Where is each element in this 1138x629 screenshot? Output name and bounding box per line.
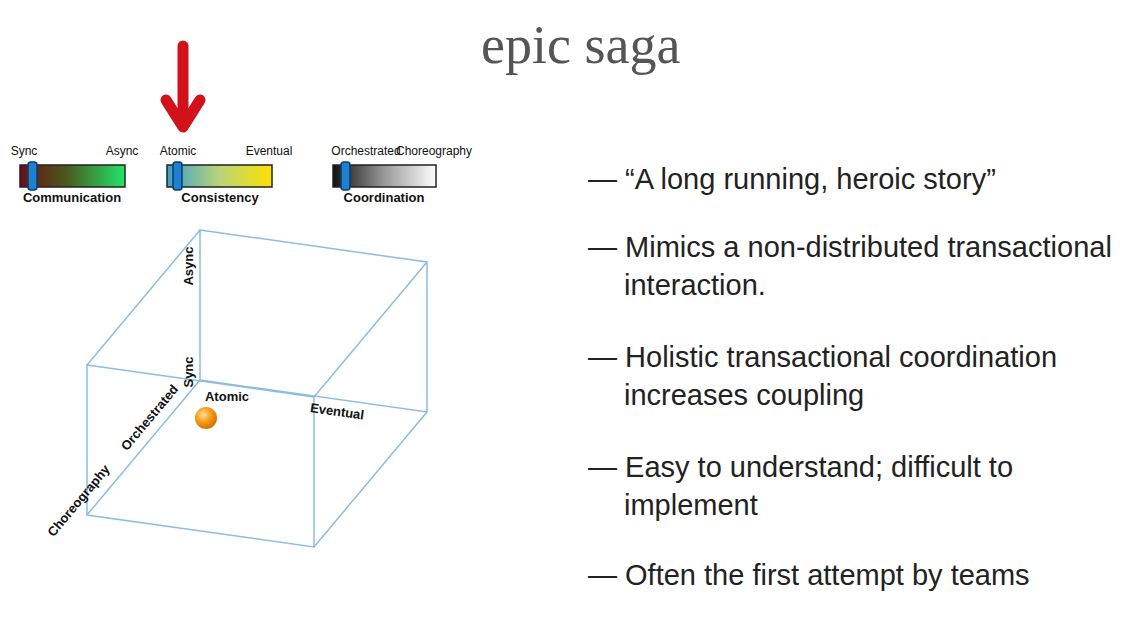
axis-label: Choreography [45,462,113,539]
scale-end: Atomic [160,145,197,158]
bullet-point: — Mimics a non-distributed transactional… [588,228,1128,304]
cube-wireframe [87,230,427,547]
bullet-point: — Holistic transactional coordination in… [588,338,1128,414]
scale-end: Async [106,145,139,158]
axis-label: Sync [182,356,196,387]
scale-caption: Consistency [181,191,258,205]
scale-end: Eventual [246,145,293,158]
axis-label: Async [182,246,196,285]
axis-label: Eventual [309,401,365,423]
pointer-arrow [166,46,200,127]
axis-label: Orchestrated [119,382,182,453]
scale-caption: Communication [23,191,121,205]
bullet-point: — “A long running, heroic story” [588,160,1128,198]
bullet-point: — Often the first attempt by teams [588,556,1128,594]
axis-label: Atomic [205,390,249,404]
scale-end: Sync [11,145,38,158]
bullet-point: — Easy to understand; difficult to imple… [588,448,1128,524]
scale-end: Choreography [396,145,472,158]
slide-title: epic saga [481,14,680,76]
position-sphere [195,407,217,429]
scale-caption: Coordination [344,191,425,205]
slider-bars [20,162,436,190]
scale-end: Orchestrated [331,145,400,158]
